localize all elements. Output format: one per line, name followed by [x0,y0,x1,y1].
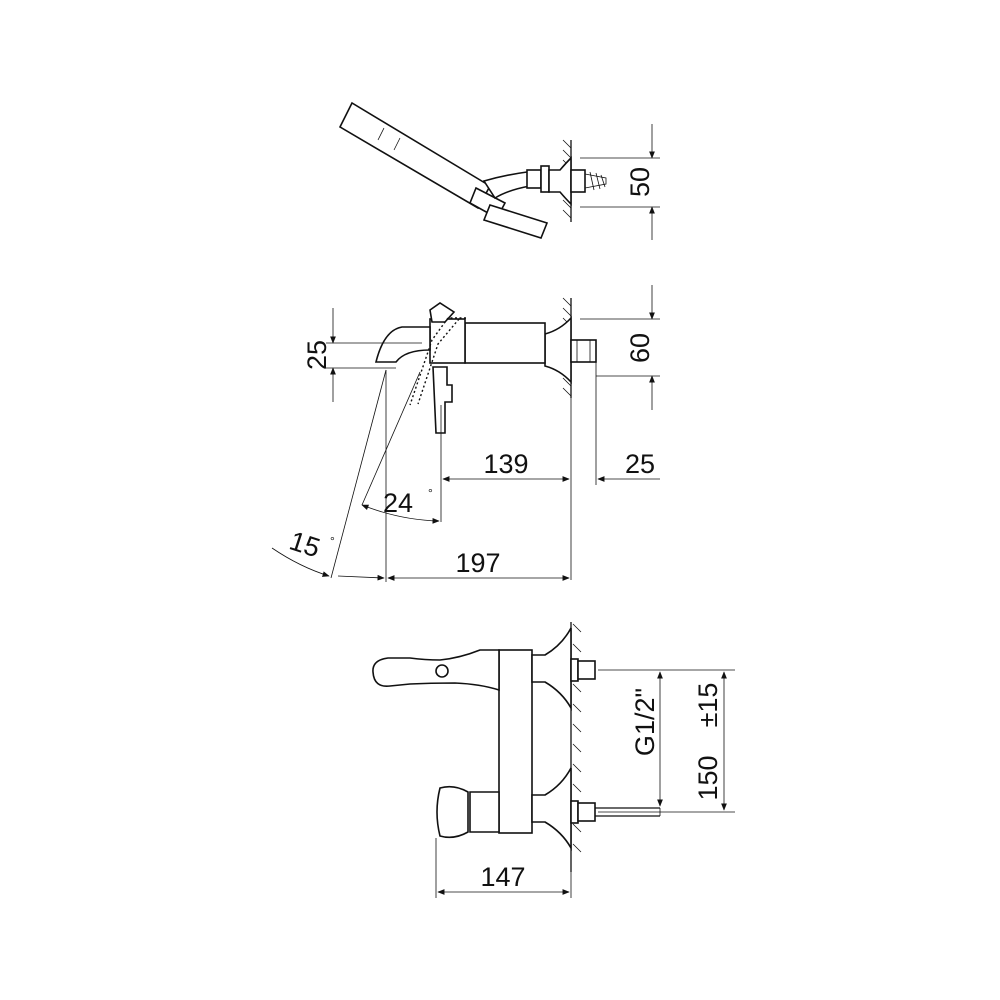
dimension-50: 50 [580,124,660,240]
dim-label-spout-angle: 24 [383,488,413,518]
dimension-150: 150 ±15 [693,671,727,811]
hand-shower-icon [338,101,549,239]
mixer-front-view: G1/2" 150 ±15 147 [372,622,735,898]
mixer-body-front-icon [372,627,661,852]
degree-symbol-24: ° [428,486,433,500]
dimension-25-spout: 25 [302,308,422,402]
wall-bracket-icon [526,156,607,206]
dim-label-body-depth: 139 [483,449,528,479]
wall-hatch-bottom [572,623,582,853]
dim-label-shower-height: 50 [625,167,655,197]
dimension-147: 147 [435,838,572,898]
dim-label-thread: G1/2" [630,688,660,756]
dim-label-connection-depth: 25 [625,449,655,479]
dim-label-body-height: 60 [625,333,655,363]
dimension-197: 197 [387,548,570,581]
dim-label-total-depth: 197 [455,548,500,578]
dimension-139: 139 [440,398,572,580]
mixer-side-view: 60 25 139 25 24 ° [271,285,660,582]
dim-label-spout-height: 25 [302,340,332,370]
dimension-angle-24: 24 ° [361,370,440,582]
mixer-body-side-icon [374,302,597,434]
shower-holder-view: 50 [338,101,660,240]
dimension-25-connection: 25 [595,362,660,485]
dimension-angle-15: 15 ° [271,369,387,581]
dimension-60: 60 [580,285,660,410]
degree-symbol-15: ° [330,534,335,548]
dim-label-tolerance: ±15 [693,683,723,728]
dimension-thread: G1/2" [598,669,735,813]
dim-label-lever-angle: 15 [286,526,324,564]
dim-label-front-depth: 147 [480,862,525,892]
dim-label-centre-distance: 150 [693,755,723,800]
